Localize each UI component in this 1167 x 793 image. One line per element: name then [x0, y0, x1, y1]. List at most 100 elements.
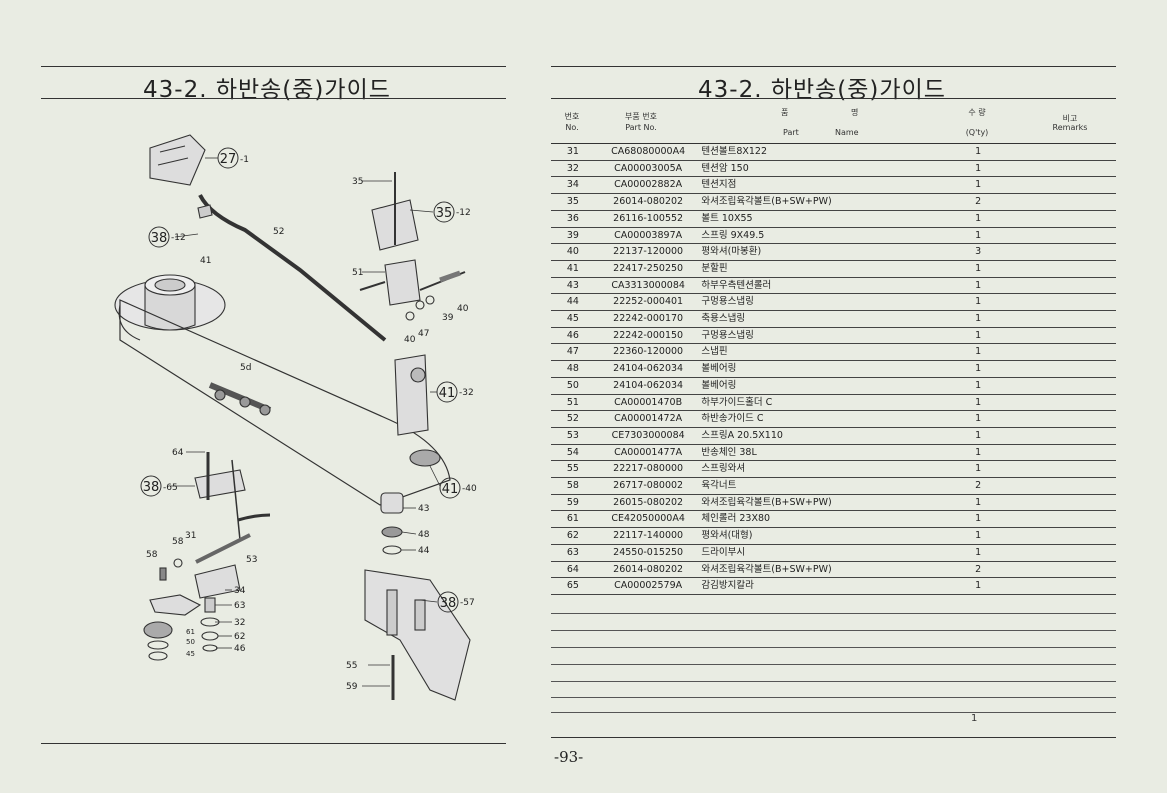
callout-38-bottom-suffix: -57: [460, 598, 475, 608]
part-number-cell: 22242-000150: [594, 327, 702, 345]
part-number-cell: CE42050000A4: [594, 510, 702, 529]
page-number: -93-: [554, 748, 584, 766]
part-name-cell: 볼베어링: [701, 377, 942, 395]
remarks-cell: [1014, 544, 1116, 562]
remarks-cell: [1014, 460, 1116, 479]
quantity-cell: 1: [941, 377, 1015, 395]
part-name-cell: 스냅핀: [701, 343, 942, 362]
part-number-cell: CA00001472A: [594, 410, 702, 428]
part-name-cell: 와셔조립육각볼트(B+SW+PW): [701, 561, 942, 579]
blank-row-line: [551, 664, 1116, 665]
part-name-cell: 스프링A 20.5X110: [701, 427, 942, 445]
part-no-cell: 59: [551, 494, 595, 512]
exploded-parts-diagram: 27 -1 35 -12 38 -12 41 -32 38 -65 41 -40…: [114, 134, 477, 701]
part-name-cell: 와셔조립육각볼트(B+SW+PW): [701, 193, 942, 211]
part-no-cell: 58: [551, 477, 595, 495]
part-number-cell: CE7303000084: [594, 427, 702, 445]
part-name-cell: 하부우측텐션롤러: [701, 277, 942, 295]
part-name-cell: 볼베어링: [701, 360, 942, 378]
part-no-cell: 54: [551, 444, 595, 462]
part-name-cell: 체인롤러 23X80: [701, 510, 942, 529]
header-rule: [551, 143, 1116, 144]
part-number-cell: CA3313000084: [594, 277, 702, 295]
part-label: 35: [352, 177, 363, 187]
remarks-cell: [1014, 227, 1116, 245]
part-number-cell: 26014-080202: [594, 561, 702, 579]
blank-row-line: [551, 630, 1116, 631]
blank-row-line: [551, 613, 1116, 614]
callout-38-mid: 38: [143, 480, 160, 495]
part-label: 59: [346, 682, 358, 692]
quantity-cell: 3: [941, 243, 1015, 261]
part-label: 50: [186, 638, 195, 646]
remarks-cell: [1014, 193, 1116, 211]
part-number-cell: 22417-250250: [594, 260, 702, 278]
quantity-cell: 2: [941, 561, 1015, 579]
part-label: 48: [418, 530, 430, 540]
remarks-cell: [1014, 210, 1116, 228]
remarks-cell: [1014, 577, 1116, 595]
part-no-cell: 46: [551, 327, 595, 345]
part-number-cell: CA68080000A4: [594, 144, 702, 161]
part-number-cell: 26717-080002: [594, 477, 702, 495]
part-number-cell: CA00003897A: [594, 227, 702, 245]
part-name-cell: 반송체인 38L: [701, 444, 942, 462]
part-no-cell: 63: [551, 544, 595, 562]
quantity-cell: 1: [941, 544, 1015, 562]
remarks-cell: [1014, 527, 1116, 545]
part-no-cell: 36: [551, 210, 595, 228]
quantity-cell: 1: [941, 527, 1015, 545]
quantity-cell: 1: [941, 494, 1015, 512]
callout-38-mid-suffix: -65: [163, 483, 178, 493]
part-no-cell: 48: [551, 360, 595, 378]
quantity-cell: 2: [941, 193, 1015, 211]
right-bottom-rule: [551, 737, 1116, 738]
part-name-cell: 하부가이드홀더 C: [701, 394, 942, 412]
part-label: 58: [172, 537, 184, 547]
part-name-cell: 육각너트: [701, 477, 942, 495]
part-number-cell: 22360-120000: [594, 343, 702, 362]
part-no-cell: 32: [551, 160, 595, 178]
quantity-cell: 1: [941, 293, 1015, 312]
part-number-cell: 24104-062034: [594, 377, 702, 395]
part-name-cell: 구멍용스냅링: [701, 327, 942, 345]
part-number-cell: 24550-015250: [594, 544, 702, 562]
quantity-cell: 1: [941, 444, 1015, 462]
part-number-cell: CA00002579A: [594, 577, 702, 595]
part-no-cell: 61: [551, 510, 595, 529]
remarks-cell: [1014, 510, 1116, 529]
callout-27: 27: [220, 152, 237, 167]
part-number-cell: 26116-100552: [594, 210, 702, 228]
remarks-cell: [1014, 260, 1116, 278]
quantity-cell: 1: [941, 176, 1015, 195]
part-label: 46: [234, 644, 246, 654]
quantity-cell: 1: [941, 460, 1015, 479]
quantity-cell: 1: [941, 510, 1015, 529]
part-label: 62: [234, 632, 245, 642]
header-no-kr: 번호: [564, 112, 580, 121]
part-name-cell: 텐션지점: [701, 176, 942, 195]
part-label: 44: [418, 546, 430, 556]
header-part-en: Part No.: [625, 123, 657, 132]
blank-row-line: [551, 681, 1116, 682]
part-no-cell: 55: [551, 460, 595, 479]
remarks-cell: [1014, 444, 1116, 462]
callout-35: 35: [436, 206, 453, 221]
part-number-cell: 24104-062034: [594, 360, 702, 378]
part-label: 32: [234, 618, 245, 628]
part-label: 64: [172, 448, 184, 458]
part-name-cell: 스프링 9X49.5: [701, 227, 942, 245]
blank-row-line: [551, 712, 1116, 713]
quantity-cell: 1: [941, 360, 1015, 378]
callout-41-upper-suffix: -32: [459, 388, 474, 398]
quantity-cell: 1: [941, 210, 1015, 228]
blank-row-line: [551, 647, 1116, 648]
part-no-cell: 50: [551, 377, 595, 395]
